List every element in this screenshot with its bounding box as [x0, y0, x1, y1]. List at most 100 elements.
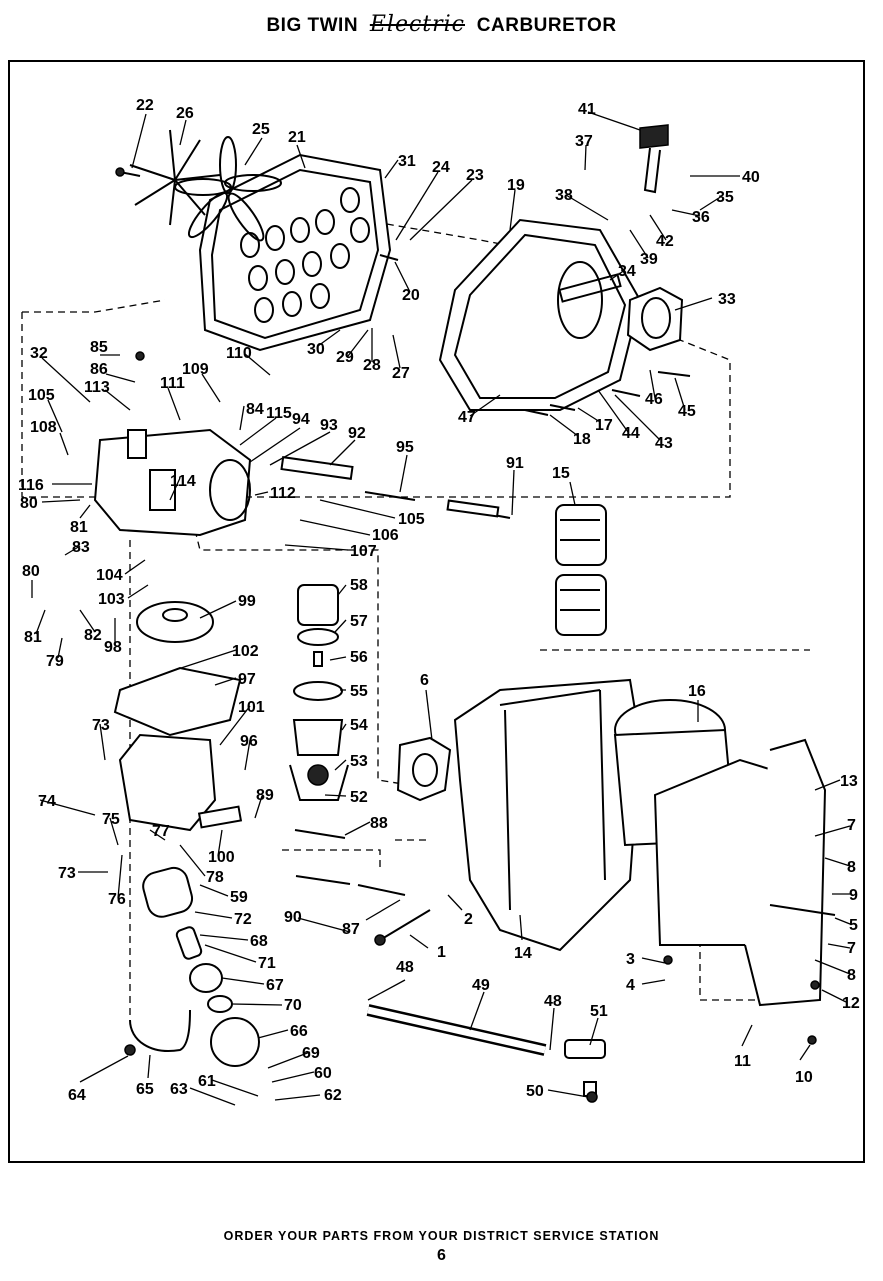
callout-102: 102 [232, 643, 259, 660]
callout-116: 116 [18, 477, 44, 494]
callout-53: 53 [350, 753, 368, 770]
callout-7b: 7 [847, 940, 856, 957]
callout-4: 4 [626, 977, 635, 994]
callout-11: 11 [734, 1053, 751, 1070]
callout-labels: 1 2 3 4 5 6 7 7 8 8 9 10 11 12 13 14 15 … [18, 97, 860, 1104]
callout-15: 15 [552, 465, 570, 482]
callout-7a: 7 [847, 817, 856, 834]
callout-37: 37 [575, 133, 593, 150]
callout-69: 69 [302, 1045, 320, 1062]
callout-23: 23 [466, 167, 484, 184]
callout-28: 28 [363, 357, 381, 374]
callout-8a: 8 [847, 859, 856, 876]
callout-111: 111 [160, 375, 185, 392]
callout-61: 61 [198, 1073, 216, 1090]
callout-5: 5 [849, 917, 858, 934]
callout-30: 30 [307, 341, 325, 358]
callout-70: 70 [284, 997, 302, 1014]
callout-83: 83 [72, 539, 90, 556]
callout-54: 54 [350, 717, 368, 734]
callout-25: 25 [252, 121, 270, 138]
callout-29: 29 [336, 349, 354, 366]
callout-71: 71 [258, 955, 276, 972]
gasket-ring [626, 286, 684, 352]
callout-35: 35 [716, 189, 734, 206]
callout-115: 115 [266, 405, 292, 422]
callout-20: 20 [402, 287, 420, 304]
callout-49: 49 [472, 977, 490, 994]
callout-48a: 48 [396, 959, 414, 976]
callout-57: 57 [350, 613, 368, 630]
callout-87: 87 [342, 921, 360, 938]
callout-31: 31 [398, 153, 416, 170]
callout-59: 59 [230, 889, 248, 906]
callout-96: 96 [240, 733, 258, 750]
callout-101: 101 [238, 699, 265, 716]
callout-22: 22 [136, 97, 154, 114]
callout-86: 86 [90, 361, 108, 378]
title-right: CARBURETOR [476, 15, 617, 36]
callout-103: 103 [98, 591, 125, 608]
callout-8b: 8 [847, 967, 856, 984]
diagram-frame [8, 60, 865, 1163]
callout-88: 88 [370, 815, 388, 832]
callout-99: 99 [238, 593, 256, 610]
bowl-and-base [113, 601, 243, 832]
cover-gasket [396, 736, 452, 802]
callout-93: 93 [320, 417, 338, 434]
callout-84: 84 [246, 401, 264, 418]
callout-42: 42 [656, 233, 674, 250]
callout-12: 12 [842, 995, 860, 1012]
callout-52: 52 [350, 789, 368, 806]
callout-2: 2 [464, 911, 473, 928]
callout-1: 1 [437, 944, 446, 961]
callout-112: 112 [270, 485, 296, 502]
callout-58: 58 [350, 577, 368, 594]
title-left: BIG TWIN [266, 15, 359, 36]
title-script-logo: Electric [369, 12, 465, 37]
callout-16: 16 [688, 683, 706, 700]
callout-82: 82 [84, 627, 102, 644]
callout-108: 108 [30, 419, 57, 436]
callout-106: 106 [372, 527, 399, 544]
callout-62: 62 [324, 1087, 342, 1104]
main-housing [453, 678, 827, 1007]
callout-94: 94 [292, 411, 310, 428]
callout-21: 21 [288, 129, 306, 146]
callout-3: 3 [626, 951, 635, 968]
callout-56: 56 [350, 649, 368, 666]
callout-81b: 81 [24, 629, 42, 646]
fuel-hose [366, 1004, 547, 1056]
callout-89: 89 [256, 787, 274, 804]
callout-47: 47 [458, 409, 476, 426]
callout-105a: 105 [28, 387, 55, 404]
callout-91: 91 [506, 455, 524, 472]
callout-26: 26 [176, 105, 194, 122]
callout-17: 17 [595, 417, 613, 434]
callout-80b: 80 [20, 495, 38, 512]
callout-100: 100 [208, 849, 235, 866]
callout-95: 95 [396, 439, 414, 456]
carburetor-housing [438, 218, 642, 411]
callout-74: 74 [38, 793, 56, 810]
callout-24: 24 [432, 159, 450, 176]
callout-10: 10 [795, 1069, 813, 1086]
callout-72: 72 [234, 911, 252, 928]
order-footer: ORDER YOUR PARTS FROM YOUR DISTRICT SERV… [223, 1229, 660, 1243]
callout-40: 40 [742, 169, 760, 186]
page-title: BIG TWIN Electric CARBURETOR [0, 12, 883, 37]
callout-55: 55 [350, 683, 368, 700]
callout-73a: 73 [92, 717, 110, 734]
air-filter-elements [555, 504, 607, 636]
callout-110: 110 [226, 345, 252, 362]
callout-18: 18 [573, 431, 591, 448]
callout-34: 34 [618, 263, 636, 280]
callout-32: 32 [30, 345, 48, 362]
float-bowl-cover-gasket [198, 153, 392, 352]
carburetor-body [93, 428, 252, 537]
callout-51: 51 [590, 1003, 608, 1020]
callout-63: 63 [170, 1081, 188, 1098]
callout-73b: 73 [58, 865, 76, 882]
callout-39: 39 [640, 251, 658, 268]
